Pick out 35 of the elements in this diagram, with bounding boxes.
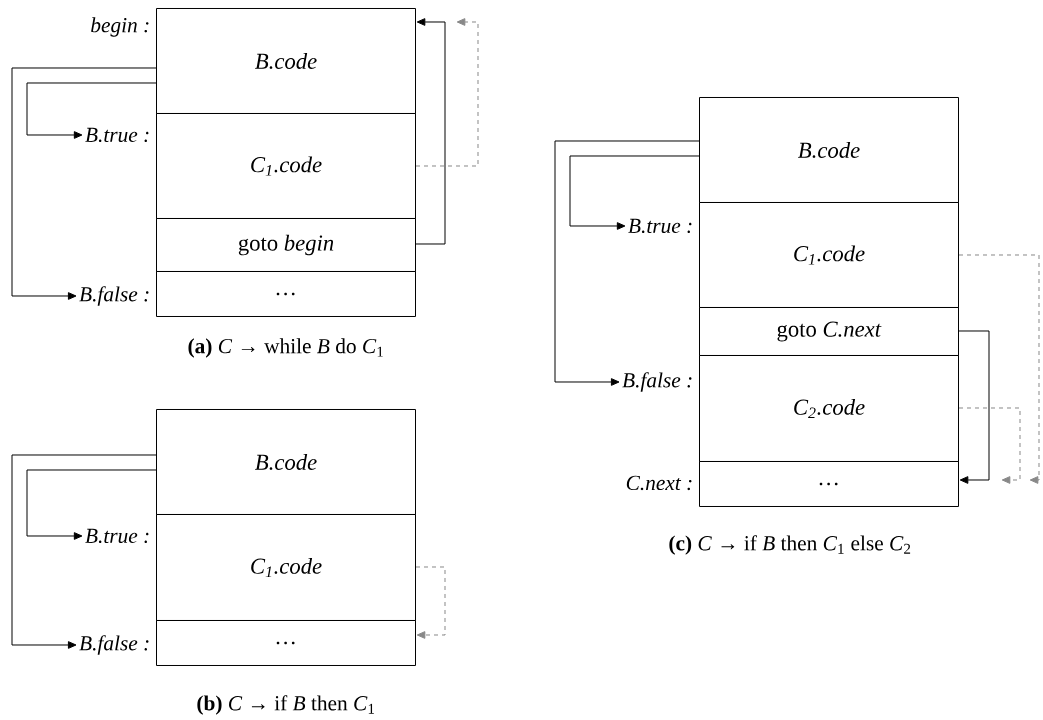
block-label: begin : <box>91 17 149 37</box>
code-block: … <box>699 461 959 507</box>
code-block: C$_{1}$.code <box>699 202 959 308</box>
block-label: B.false : <box>622 372 692 392</box>
code-block: … <box>156 620 416 666</box>
code-block: C$_{1}$.code <box>156 514 416 621</box>
block-label: B.true : <box>85 127 149 143</box>
figure-caption: (a) C → while B do C$_{1}$ <box>188 338 383 358</box>
code-block: … <box>156 271 416 317</box>
arrow <box>26 82 157 139</box>
figure-caption: (b) C → if B then C$_{1}$ <box>197 695 375 715</box>
arrow <box>415 18 446 245</box>
block-label: C.next : <box>626 475 692 491</box>
code-block: C$_{2}$.code <box>699 355 959 462</box>
arrow <box>958 254 1040 484</box>
arrow <box>415 566 446 639</box>
code-block: B.code <box>156 409 416 515</box>
block-label: B.true : <box>628 218 692 234</box>
code-block: B.code <box>156 8 416 114</box>
code-block: C$_{1}$.code <box>156 113 416 219</box>
arrow <box>26 469 157 540</box>
arrow <box>11 454 157 649</box>
arrow <box>958 330 990 484</box>
arrow <box>554 140 700 386</box>
code-block: goto begin <box>156 218 416 272</box>
arrow <box>415 18 479 167</box>
arrow <box>11 67 157 300</box>
block-label: B.true : <box>85 528 149 544</box>
arrow <box>958 407 1021 484</box>
arrow <box>569 155 700 230</box>
code-block: goto C.next <box>699 307 959 356</box>
block-label: B.false : <box>79 286 149 306</box>
block-label: B.false : <box>79 635 149 655</box>
figure-caption: (c) C → if B then C$_{1}$ else C$_{2}$ <box>669 535 911 555</box>
code-block: B.code <box>699 97 959 203</box>
